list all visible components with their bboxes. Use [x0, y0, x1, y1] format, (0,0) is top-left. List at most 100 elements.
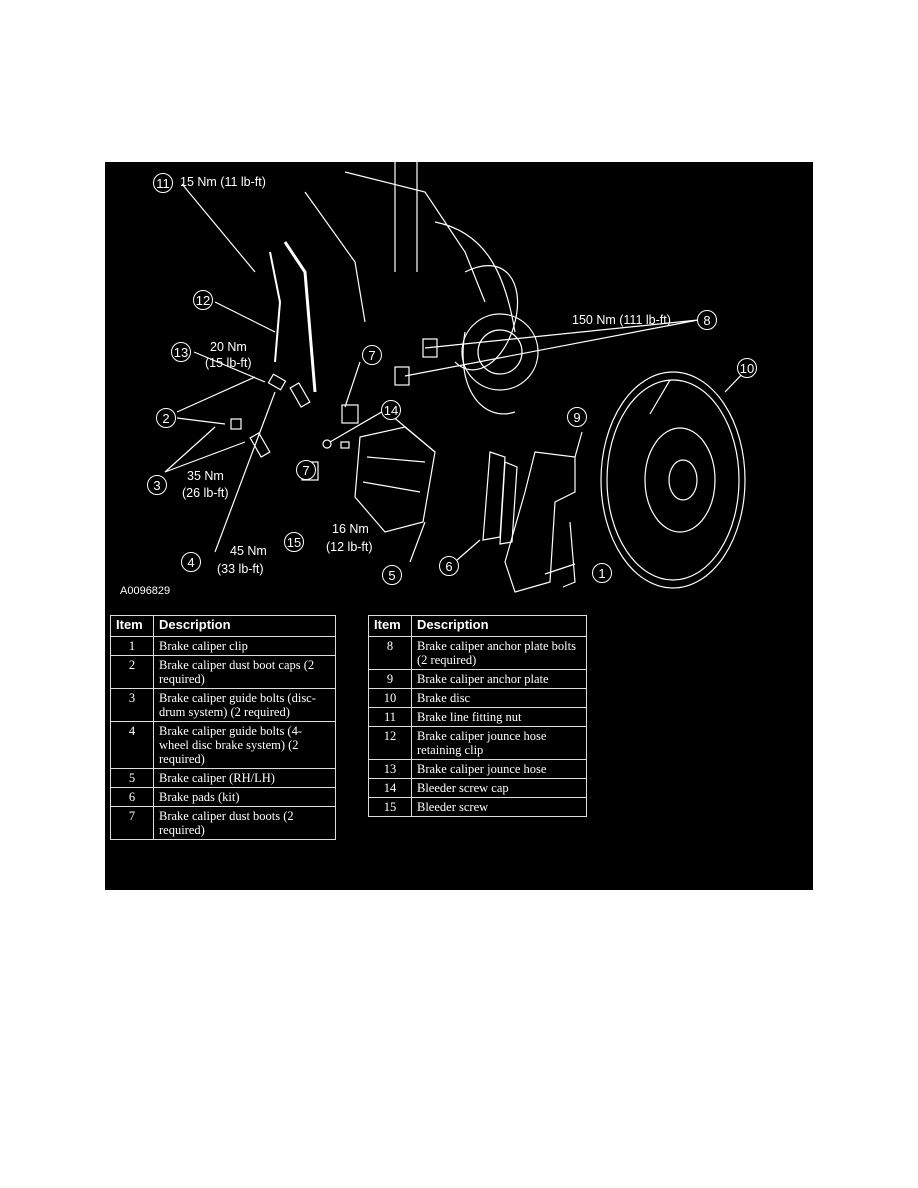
callout-7: 7 — [296, 460, 316, 480]
item-number: 12 — [368, 726, 412, 760]
torque-lbft-4: (33 lb-ft) — [217, 562, 264, 576]
anchor-plate — [504, 451, 576, 593]
callout-6: 6 — [439, 556, 459, 576]
item-description: Brake caliper anchor plate bolts (2 requ… — [411, 636, 587, 670]
item-description: Bleeder screw — [411, 797, 587, 817]
item-description: Brake caliper (RH/LH) — [153, 768, 336, 788]
item-number: 8 — [368, 636, 412, 670]
item-description: Brake pads (kit) — [153, 787, 336, 807]
item-number: 6 — [110, 787, 154, 807]
torque-lbft-13: (15 lb-ft) — [205, 356, 252, 370]
item-description: Brake caliper dust boot caps (2 required… — [153, 655, 336, 689]
hub-outer — [461, 313, 539, 391]
item-description: Brake caliper jounce hose retaining clip — [411, 726, 587, 760]
description-header: Description — [411, 615, 587, 637]
torque-nm-4: 45 Nm — [230, 544, 267, 558]
item-header: Item — [368, 615, 412, 637]
item-number: 10 — [368, 688, 412, 708]
item-description: Brake caliper clip — [153, 636, 336, 656]
callout-13: 13 — [171, 342, 191, 362]
item-number: 7 — [110, 806, 154, 840]
item-description: Brake caliper dust boots (2 required) — [153, 806, 336, 840]
torque-nm-3: 35 Nm — [187, 469, 224, 483]
item-description: Brake disc — [411, 688, 587, 708]
item-header: Item — [110, 615, 154, 637]
item-description: Brake caliper anchor plate — [411, 669, 587, 689]
bleeder-cap — [322, 439, 332, 449]
description-header: Description — [153, 615, 336, 637]
item-description: Brake caliper guide bolts (disc-drum sys… — [153, 688, 336, 722]
dust-cap — [267, 373, 287, 391]
bleeder-screw — [340, 441, 350, 449]
callout-4: 4 — [181, 552, 201, 572]
callout-9: 9 — [567, 407, 587, 427]
item-number: 2 — [110, 655, 154, 689]
guide-bolt — [249, 432, 271, 458]
caliper-body — [354, 426, 436, 533]
callout-2: 2 — [156, 408, 176, 428]
anchor-bolt — [422, 338, 438, 358]
item-number: 13 — [368, 759, 412, 779]
figure-id: A0096829 — [120, 585, 171, 597]
callout-7: 7 — [362, 345, 382, 365]
brake-assembly-illustration — [164, 162, 748, 593]
item-number: 4 — [110, 721, 154, 769]
torque-lbft-15: (12 lb-ft) — [326, 540, 373, 554]
brake-pads — [482, 451, 518, 545]
item-description: Bleeder screw cap — [411, 778, 587, 798]
torque-label-11: 15 Nm (11 lb-ft) — [180, 175, 266, 189]
anchor-bolt — [394, 366, 410, 386]
callout-15: 15 — [284, 532, 304, 552]
callout-12: 12 — [193, 290, 213, 310]
callout-8: 8 — [697, 310, 717, 330]
item-description: Brake line fitting nut — [411, 707, 587, 727]
brake-disc-hat — [644, 427, 716, 533]
item-number: 11 — [368, 707, 412, 727]
caliper-clip — [562, 521, 576, 588]
item-number: 9 — [368, 669, 412, 689]
knuckle-shape — [454, 265, 519, 371]
callout-3: 3 — [147, 475, 167, 495]
item-number: 1 — [110, 636, 154, 656]
item-number: 14 — [368, 778, 412, 798]
callout-5: 5 — [382, 565, 402, 585]
jounce-hose — [283, 241, 317, 393]
dust-cap — [230, 418, 242, 430]
brake-exploded-diagram-panel: 11 15 Nm (11 lb-ft) 12 13 20 Nm (15 lb-f… — [105, 162, 813, 890]
item-number: 3 — [110, 688, 154, 722]
item-description: Brake caliper guide bolts (4-wheel disc … — [153, 721, 336, 769]
item-number: 15 — [368, 797, 412, 817]
torque-label-8: 150 Nm (111 lb-ft) — [572, 313, 671, 327]
torque-nm-13: 20 Nm — [210, 340, 247, 354]
callout-1: 1 — [592, 563, 612, 583]
brake-disc-outer — [600, 371, 746, 589]
table-header-row: Item Description — [368, 615, 587, 637]
callout-10: 10 — [737, 358, 757, 378]
torque-lbft-3: (26 lb-ft) — [182, 486, 229, 500]
guide-bolt — [289, 382, 311, 408]
dust-boot — [341, 404, 359, 424]
table-header-row: Item Description — [110, 615, 336, 637]
hub-inner — [477, 329, 523, 375]
item-number: 5 — [110, 768, 154, 788]
callout-11: 11 — [153, 173, 173, 193]
callout-14: 14 — [381, 400, 401, 420]
item-description: Brake caliper jounce hose — [411, 759, 587, 779]
